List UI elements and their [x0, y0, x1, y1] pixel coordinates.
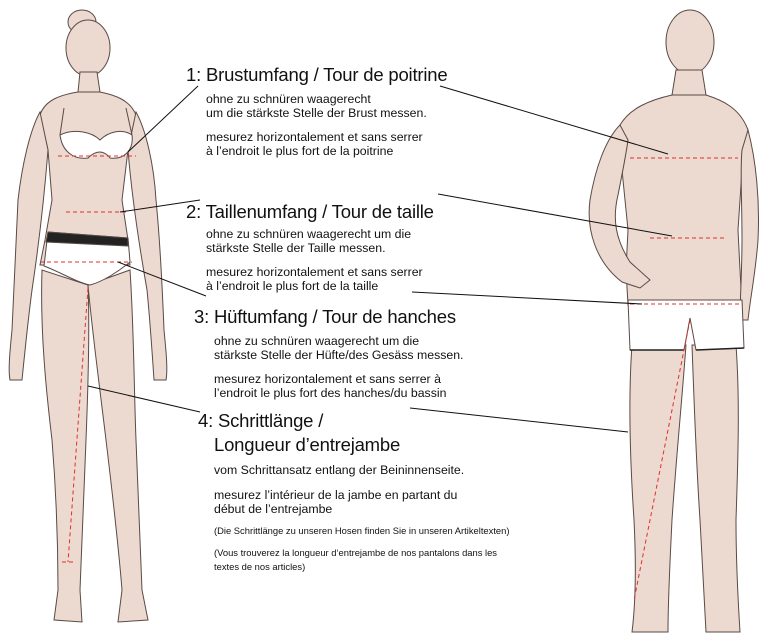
bust-instruction-fr-line1: mesurez horizontalement et sans serrer — [206, 130, 423, 144]
hip-instruction-fr-line2: l’endroit le plus fort des hanches/du ba… — [214, 386, 446, 400]
hip-instruction-fr-line1: mesurez horizontalement et sans serrer à — [214, 372, 441, 386]
waist-instruction-de-line2: stärkste Stelle der Taille messen. — [206, 241, 386, 255]
male-left-leg — [630, 345, 686, 632]
inseam-instruction-fr-line1: mesurez l’intérieur de la jambe en parta… — [214, 488, 457, 502]
waist-instruction-fr-line1: mesurez horizontalement et sans serrer — [206, 265, 423, 279]
male-head — [666, 10, 714, 74]
female-left-leg — [42, 270, 89, 622]
female-right-arm — [128, 112, 167, 380]
hip-instruction-de-line1: ohne zu schnüren waagerecht um die — [214, 334, 419, 348]
female-neck — [78, 72, 100, 92]
leader-inseam-male — [410, 408, 628, 432]
inseam-instruction-fr-line2: début de l’entrejambe — [214, 502, 332, 516]
bust-heading: 1: Brustumfang / Tour de poitrine — [186, 64, 447, 86]
inseam-instruction-de: vom Schrittansatz entlang der Beininnens… — [214, 463, 464, 477]
inseam-note-de: (Die Schrittlänge zu unseren Hosen finde… — [214, 524, 509, 537]
bust-instruction-fr-line2: à l’endroit le plus fort de la poitrine — [206, 144, 393, 158]
female-left-arm — [9, 112, 48, 380]
leader-hip-male — [412, 292, 642, 304]
bust-instruction-de-line2: um die stärkste Stelle der Brust messen. — [206, 106, 427, 120]
male-right-arm — [740, 130, 759, 320]
hip-heading: 3: Hüftumfang / Tour de hanches — [194, 306, 456, 328]
inseam-note-fr-line1: (Vous trouverez la longueur d‘entrejambe… — [214, 546, 497, 559]
male-neck — [672, 70, 706, 95]
waist-heading: 2: Taillenumfang / Tour de taille — [186, 201, 434, 223]
inseam-heading-line2: Longueur d’entrejambe — [214, 434, 400, 456]
inseam-note-fr-line2: textes de nos articles) — [214, 560, 305, 573]
male-figure — [589, 10, 758, 632]
female-head — [66, 20, 110, 76]
female-figure — [9, 10, 167, 622]
female-right-leg — [88, 270, 148, 622]
waist-instruction-fr-line2: à l’endroit le plus fort de la taille — [206, 279, 378, 293]
waist-instruction-de-line1: ohne zu schnüren waagerecht um die — [206, 227, 411, 241]
hip-instruction-de-line2: stärkste Stelle der Hüfte/des Gesäss mes… — [214, 348, 463, 362]
male-right-leg — [692, 345, 740, 632]
bust-instruction-de-line1: ohne zu schnüren waagerecht — [206, 92, 371, 106]
inseam-heading-line1: 4: Schrittlänge / — [198, 410, 323, 432]
